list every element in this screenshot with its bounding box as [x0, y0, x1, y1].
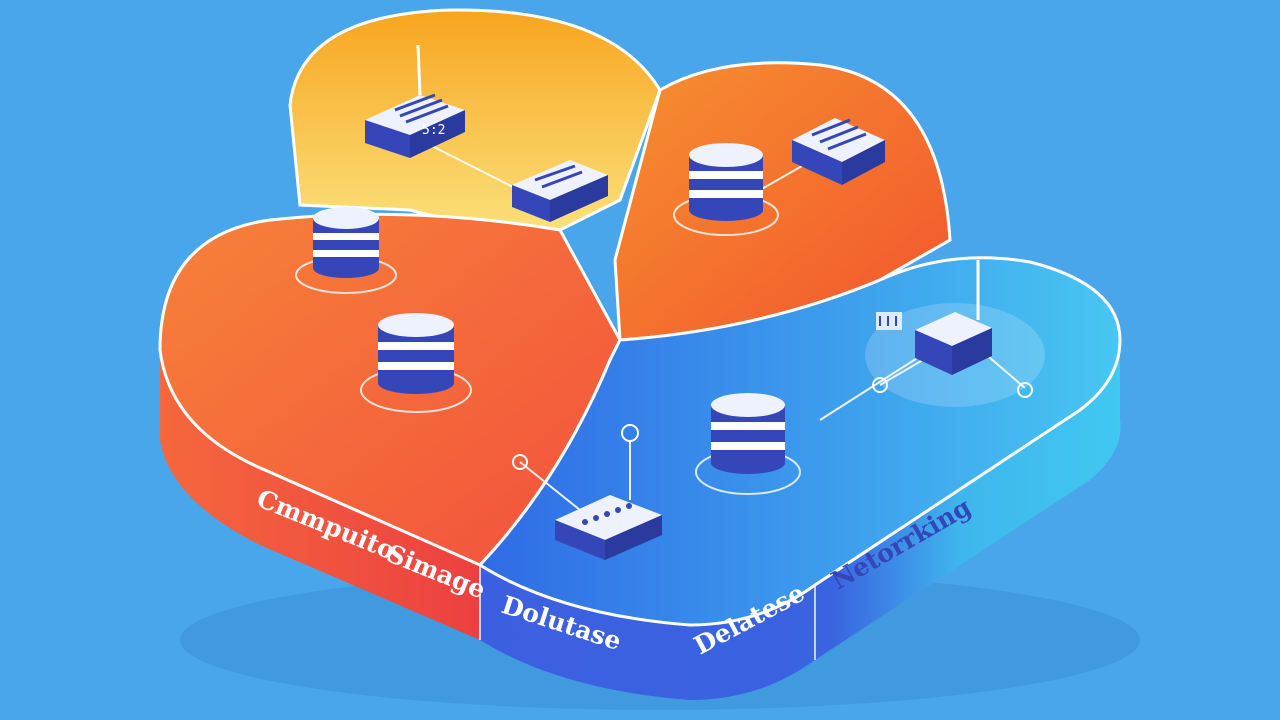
server-icon: 5:2 — [365, 44, 465, 158]
connection-nodes — [512, 377, 1033, 470]
network-switch-icon — [876, 260, 992, 375]
database-cylinder-icon — [695, 393, 801, 495]
router-icon — [555, 495, 662, 560]
database-cylinder-icon — [360, 313, 472, 413]
server-icon — [512, 160, 608, 222]
server-tag: 5:2 — [422, 123, 445, 138]
database-side-wall — [480, 340, 1121, 700]
database-cylinder-icon — [673, 143, 779, 236]
database-cylinder-icon — [295, 207, 397, 294]
server-icon — [792, 118, 885, 185]
